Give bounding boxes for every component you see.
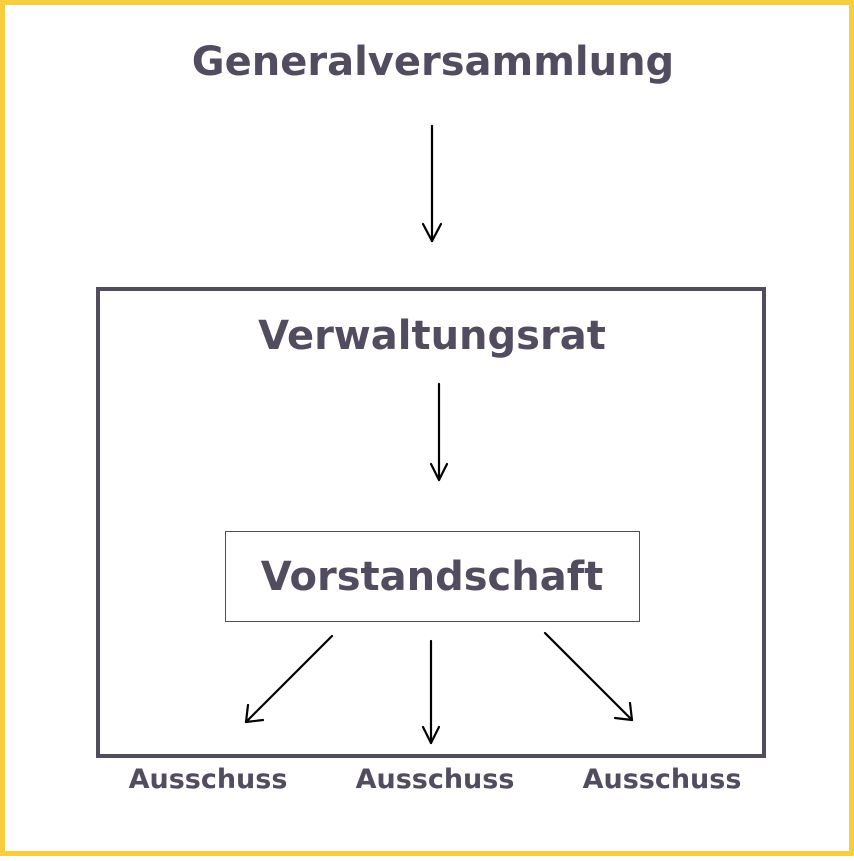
vorstandschaft-box — [225, 531, 640, 622]
verwaltungsrat-box — [96, 287, 766, 758]
node-ausschuss-right: Ausschuss — [582, 764, 742, 795]
arrow-to-ausschuss-right — [543, 631, 634, 722]
arrow-verwaltungsrat-to-vorstandschaft — [429, 382, 449, 482]
arrow-generalversammlung-to-verwaltungsrat — [421, 124, 443, 243]
node-generalversammlung: Generalversammlung — [191, 39, 675, 85]
node-ausschuss-left: Ausschuss — [128, 764, 288, 795]
arrow-to-ausschuss-center — [421, 639, 441, 745]
node-vorstandschaft: Vorstandschaft — [260, 554, 604, 600]
arrows-layer — [244, 124, 634, 745]
arrow-to-ausschuss-left — [244, 634, 334, 724]
node-verwaltungsrat: Verwaltungsrat — [258, 313, 606, 359]
node-ausschuss-center: Ausschuss — [355, 764, 515, 795]
